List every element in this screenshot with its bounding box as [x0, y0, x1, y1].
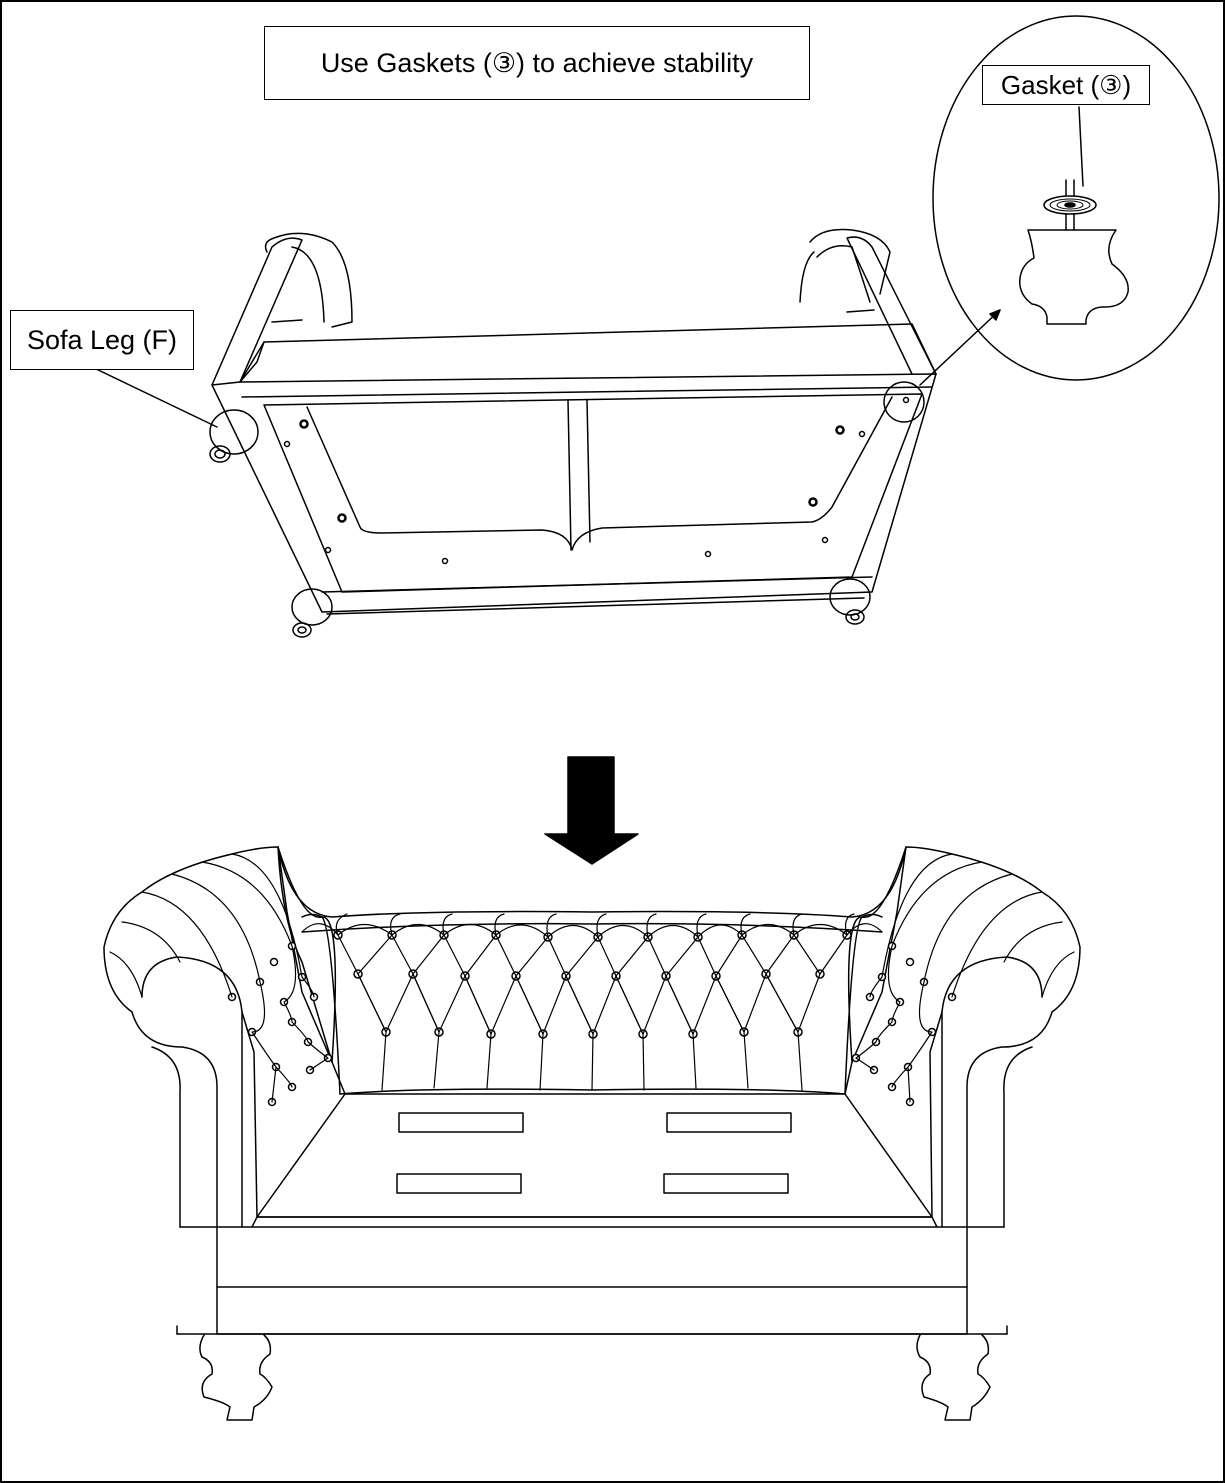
- sofa-leg-leader-line: [91, 366, 218, 428]
- gasket-label: Gasket (③): [982, 65, 1150, 105]
- assembled-sofa: [103, 846, 1081, 1421]
- inverted-sofa-frame: [209, 228, 937, 638]
- tufting-pleats: [109, 853, 1075, 1103]
- down-arrow-icon: [544, 756, 639, 865]
- sofa-leg-label: Sofa Leg (F): [10, 310, 194, 370]
- instruction-title: Use Gaskets (③) to achieve stability: [264, 26, 810, 100]
- detail-arrow: [919, 309, 1001, 386]
- gasket-detail: [932, 15, 1220, 381]
